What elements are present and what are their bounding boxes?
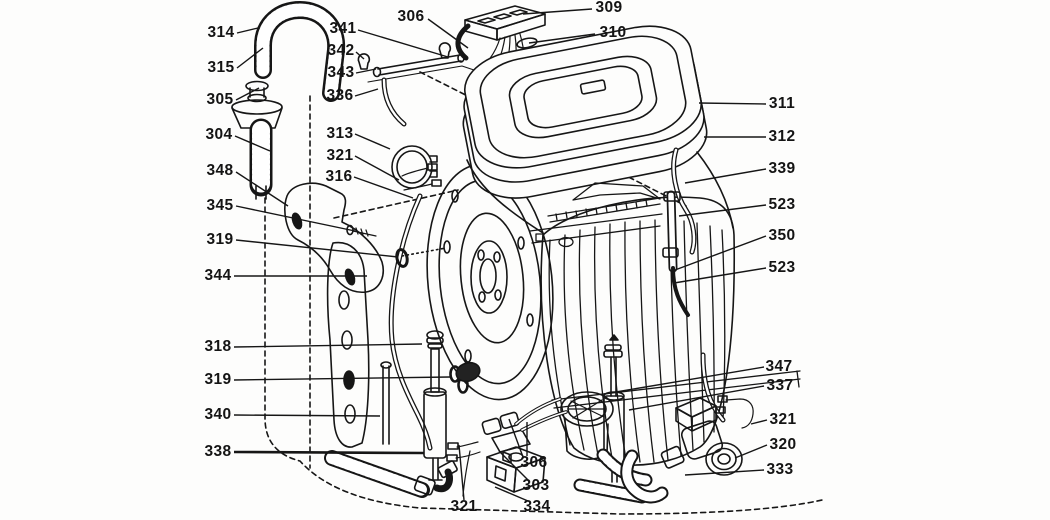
filter-sump (561, 392, 662, 497)
hook-clip (358, 54, 369, 69)
base-frame (552, 371, 800, 408)
callout-333: 333 (766, 461, 794, 478)
callout-319: 319 (206, 231, 234, 248)
drain-pump (661, 396, 754, 475)
leader-line-345 (236, 206, 355, 231)
leader-line-339 (685, 169, 766, 183)
leader-line-523 (674, 268, 766, 283)
small-hose (384, 80, 404, 124)
leader-line-347 (604, 367, 764, 394)
callout-343: 343 (327, 64, 355, 81)
pump-wires (726, 399, 753, 428)
callout-306: 306 (397, 8, 425, 25)
drain-hose-hook (263, 10, 336, 93)
callout-341: 341 (329, 20, 357, 37)
leader-line-333 (685, 470, 764, 475)
hose-clamp (663, 248, 678, 257)
callout-310: 310 (599, 24, 627, 41)
callout-523: 523 (768, 259, 796, 276)
callout-347: 347 (765, 358, 793, 375)
corrugated-drain-hose (332, 458, 458, 496)
leader-line-321 (459, 445, 464, 500)
suspension-plate (328, 243, 369, 448)
grommet (516, 37, 537, 50)
callout-314: 314 (207, 24, 235, 41)
callout-309: 309 (595, 0, 623, 16)
callout-523: 523 (768, 196, 796, 213)
leader-line-340 (234, 415, 380, 416)
callout-342: 342 (327, 42, 355, 59)
pressure-switch (392, 146, 441, 190)
leader-line-336 (355, 89, 378, 96)
inlet-valve (447, 399, 566, 496)
leader-line-338 (234, 452, 424, 453)
callout-340: 340 (204, 406, 232, 423)
seal-grommet (395, 249, 408, 268)
leader-line-311 (699, 103, 766, 104)
leader-line-342 (356, 52, 364, 59)
callout-321: 321 (450, 498, 478, 515)
motor (454, 360, 482, 385)
inlet-fitting (232, 82, 282, 200)
leader-line-348 (236, 172, 288, 206)
callout-320: 320 (769, 436, 797, 453)
callout-318: 318 (204, 338, 232, 355)
leader-line-321 (355, 156, 399, 180)
callout-311: 311 (768, 95, 796, 112)
leader-line-306 (428, 19, 468, 48)
hose-clamp (664, 192, 680, 201)
callout-321: 321 (769, 411, 797, 428)
leader-line-305 (236, 88, 259, 100)
callout-315: 315 (207, 59, 235, 76)
leader-line-321 (751, 420, 767, 424)
leader-line-320 (735, 445, 767, 458)
callout-312: 312 (768, 128, 796, 145)
callout-334: 334 (523, 498, 551, 515)
callout-321: 321 (326, 147, 354, 164)
callout-348: 348 (206, 162, 234, 179)
transport-brace (530, 183, 662, 247)
leader-line-334 (495, 487, 528, 501)
leader-line-523 (679, 205, 766, 216)
leader-line-310 (529, 34, 595, 43)
callout-319: 319 (204, 371, 232, 388)
hook-clip (439, 43, 450, 58)
leader-line-315 (237, 48, 263, 68)
leader-line-319 (234, 377, 450, 380)
hinge-tab (580, 80, 605, 94)
leader-line-316 (354, 177, 413, 198)
suspension-rod (381, 362, 391, 444)
support-bracket (285, 183, 383, 292)
callout-316: 316 (325, 168, 353, 185)
lid-gasket-rings (457, 18, 712, 207)
leader-line-337 (629, 386, 764, 410)
callout-304: 304 (205, 126, 233, 143)
callout-338: 338 (204, 443, 232, 460)
callout-336: 336 (326, 87, 354, 104)
leader-line-341 (358, 30, 448, 57)
leader-line-313 (355, 134, 390, 149)
callout-337: 337 (766, 377, 794, 394)
tub-drain-hose-right (663, 150, 694, 315)
leader-line-304 (235, 136, 270, 151)
leader-line-350 (675, 236, 766, 270)
callout-313: 313 (326, 125, 354, 142)
callout-345: 345 (206, 197, 234, 214)
leader-line-303 (499, 451, 528, 480)
callout-303: 303 (522, 477, 550, 494)
callout-350: 350 (768, 227, 796, 244)
leader-line-318 (234, 344, 422, 347)
callout-344: 344 (204, 267, 232, 284)
callout-306: 306 (520, 454, 548, 471)
pump-housing-box (487, 447, 545, 492)
callout-339: 339 (768, 160, 796, 177)
callout-305: 305 (206, 91, 234, 108)
leader-line-343 (356, 69, 376, 73)
leader-line-309 (523, 9, 592, 14)
leader-line-314 (237, 28, 258, 33)
leader-line-319 (236, 240, 398, 257)
leader-line-306 (509, 419, 523, 457)
